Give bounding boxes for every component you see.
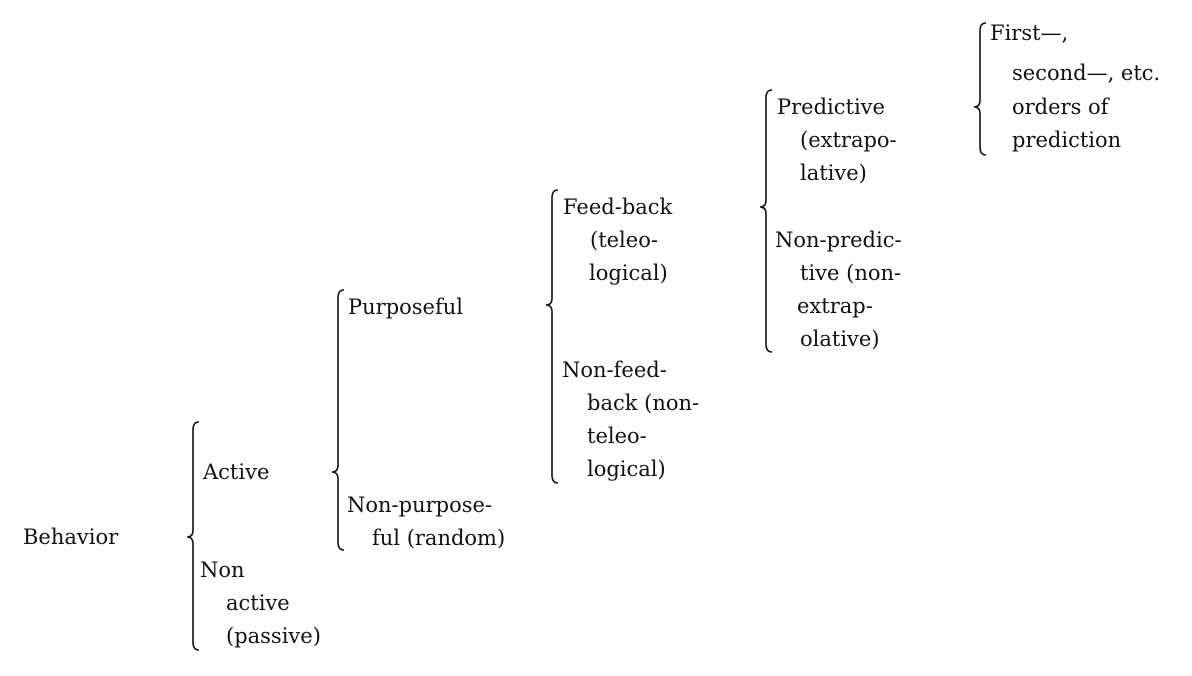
node-feedback-line3: logical) — [589, 261, 668, 285]
node-non-purposeful-line2: ful (random) — [372, 526, 506, 550]
brace-predictive — [973, 22, 987, 156]
node-orders-line3: orders of — [1012, 95, 1109, 119]
node-non-active-line3: (passive) — [226, 624, 321, 648]
node-non-active-line2: active — [226, 591, 290, 615]
brace-feedback — [759, 89, 773, 353]
node-feedback-line1: Feed-back — [563, 195, 673, 219]
node-feedback-line2: (teleo- — [590, 228, 658, 252]
brace-purposeful — [545, 189, 559, 484]
node-predictive-line1: Predictive — [777, 95, 885, 119]
node-non-predictive-line3: extrap- — [797, 294, 873, 318]
node-non-feedback-line4: logical) — [587, 457, 666, 481]
node-non-feedback-line1: Non-feed- — [562, 358, 667, 382]
node-non-feedback-line3: teleo- — [587, 424, 647, 448]
node-behavior: Behavior — [23, 525, 119, 549]
node-non-purposeful-line1: Non-purpose- — [347, 493, 493, 517]
brace-behavior — [186, 421, 200, 651]
node-orders-line1: First—, — [990, 21, 1069, 45]
node-orders-line4: prediction — [1012, 128, 1122, 152]
node-non-feedback-line2: back (non- — [587, 391, 700, 415]
node-active: Active — [203, 460, 270, 484]
node-predictive-line3: lative) — [800, 161, 867, 185]
node-non-active-line1: Non — [200, 558, 245, 582]
brace-active — [331, 289, 345, 551]
node-non-predictive-line1: Non-predic- — [775, 228, 902, 252]
node-non-predictive-line2: tive (non- — [800, 261, 902, 285]
node-purposeful: Purposeful — [348, 295, 463, 319]
node-predictive-line2: (extrapo- — [800, 128, 897, 152]
node-non-predictive-line4: olative) — [800, 327, 880, 351]
node-orders-line2: second—, etc. — [1012, 61, 1161, 85]
